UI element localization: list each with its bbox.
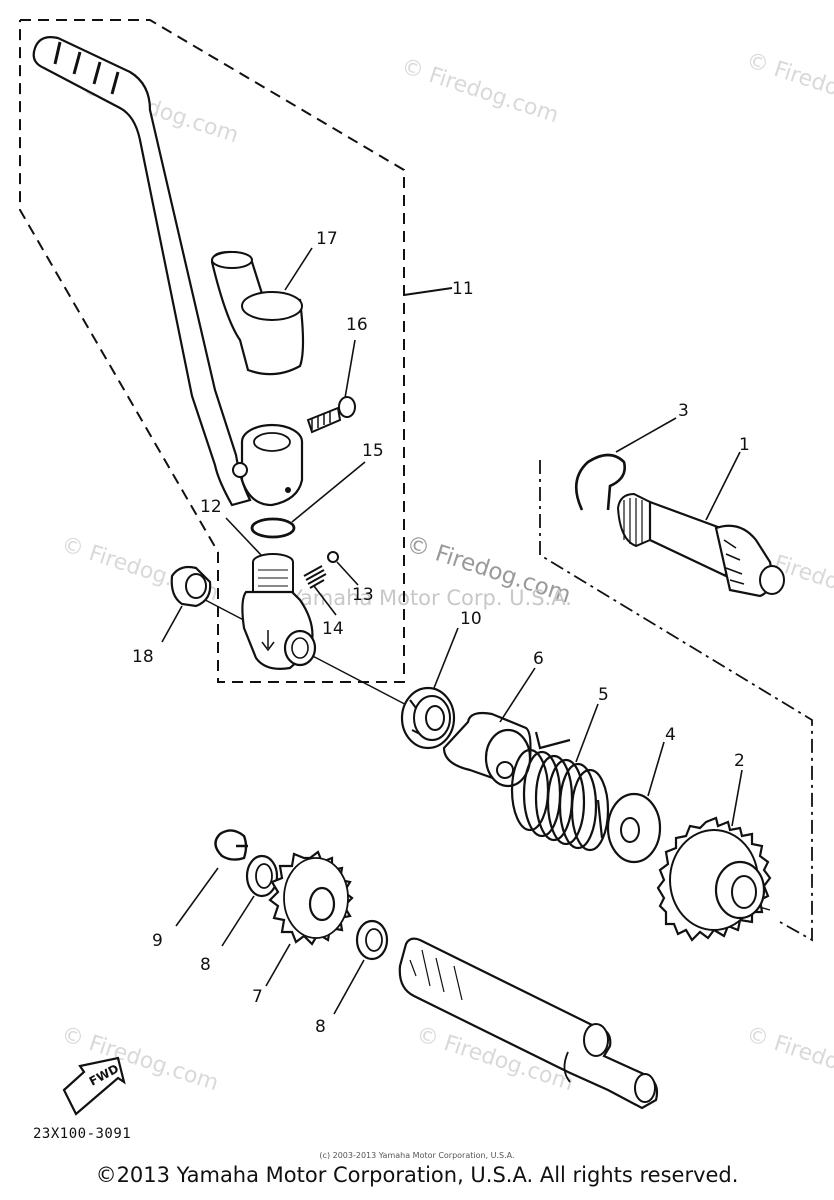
callout-labels: 1 2 3 4 5 6 7 8 8 9 10 11 12 13 14 15 16…: [132, 229, 750, 1037]
callout-leader-3: [615, 417, 677, 453]
callout-leader-6: [499, 667, 536, 723]
watermark-text: © Firedog.com: [743, 48, 834, 122]
callout-12: 12: [200, 497, 222, 517]
part-17-crank-boss: [210, 250, 305, 376]
callout-4: 4: [665, 725, 676, 745]
callout-leader-8-upper: [221, 895, 255, 947]
shaft: [398, 937, 659, 1110]
callout-8-lower: 8: [315, 1017, 326, 1037]
callout-2: 2: [734, 751, 745, 771]
callout-leader-1: [705, 451, 741, 521]
part-10-washer: [400, 686, 456, 750]
watermark-yamaha-ghost: Yamaha Motor Corp. U.S.A.: [289, 586, 572, 610]
callout-leader-10: [433, 627, 459, 689]
assembly-outline-11: [19, 19, 405, 683]
callout-3: 3: [678, 401, 689, 421]
callout-6: 6: [533, 649, 544, 669]
callout-13: 13: [352, 585, 374, 605]
callout-7: 7: [252, 987, 263, 1007]
part-1-kick-axle: [616, 492, 785, 598]
callout-11: 11: [452, 279, 474, 299]
part-9-circlip: [214, 829, 248, 861]
part-12-kick-axle: [241, 553, 317, 670]
callout-leader-5: [575, 703, 599, 763]
kick-lever: [32, 36, 304, 507]
callout-leader-17: [284, 247, 313, 291]
callout-10: 10: [460, 609, 482, 629]
forward-arrow-icon: FWD: [62, 1056, 126, 1116]
callout-17: 17: [316, 229, 338, 249]
callout-leader-8-lower: [333, 959, 365, 1015]
part-18-nut: [170, 565, 212, 608]
part-8-washer-upper: [245, 854, 279, 898]
callout-9: 9: [152, 931, 163, 951]
gear-assembly-outline: [539, 460, 813, 942]
callout-8-upper: 8: [200, 955, 211, 975]
callout-leader-13: [336, 561, 359, 586]
callout-14: 14: [322, 619, 344, 639]
part-8-washer-lower: [355, 919, 389, 961]
callout-16: 16: [346, 315, 368, 335]
part-6-collar: [442, 711, 532, 788]
watermark-text: © Firedog.com: [398, 54, 561, 128]
part-16-bolt: [306, 396, 356, 434]
copyright-notice: ©2013 Yamaha Motor Corporation, U.S.A. A…: [95, 1163, 739, 1187]
part-7-gear: [268, 850, 354, 946]
callout-leader-9: [175, 867, 219, 927]
callout-1: 1: [739, 435, 750, 455]
callout-leader-18: [161, 605, 183, 643]
part-14-spring: [303, 565, 327, 589]
part-15-o-ring: [250, 517, 296, 539]
callout-leader-2: [731, 769, 743, 827]
callout-leader-14: [313, 585, 337, 616]
part-3-circlip: [574, 453, 626, 511]
callout-leader-16: [344, 339, 356, 399]
watermark-text: © Firedog.com: [743, 1022, 834, 1096]
callout-leader-4: [647, 741, 665, 797]
callout-18: 18: [132, 647, 154, 667]
part-4-washer: [606, 792, 662, 864]
small-copyright: (c) 2003-2013 Yamaha Motor Corporation, …: [319, 1151, 515, 1160]
callout-15: 15: [362, 441, 384, 461]
part-13-ball: [327, 551, 339, 563]
callout-leader-12: [225, 517, 263, 557]
callout-5: 5: [598, 685, 609, 705]
diagram-code: 23X100-3091: [33, 1126, 132, 1142]
callout-leader-7: [265, 943, 291, 987]
callout-leader-11: [403, 287, 453, 296]
callout-leader-15: [291, 461, 366, 523]
part-2-kick-gear: [656, 816, 772, 942]
part-5-torsion-spring: [510, 731, 610, 852]
